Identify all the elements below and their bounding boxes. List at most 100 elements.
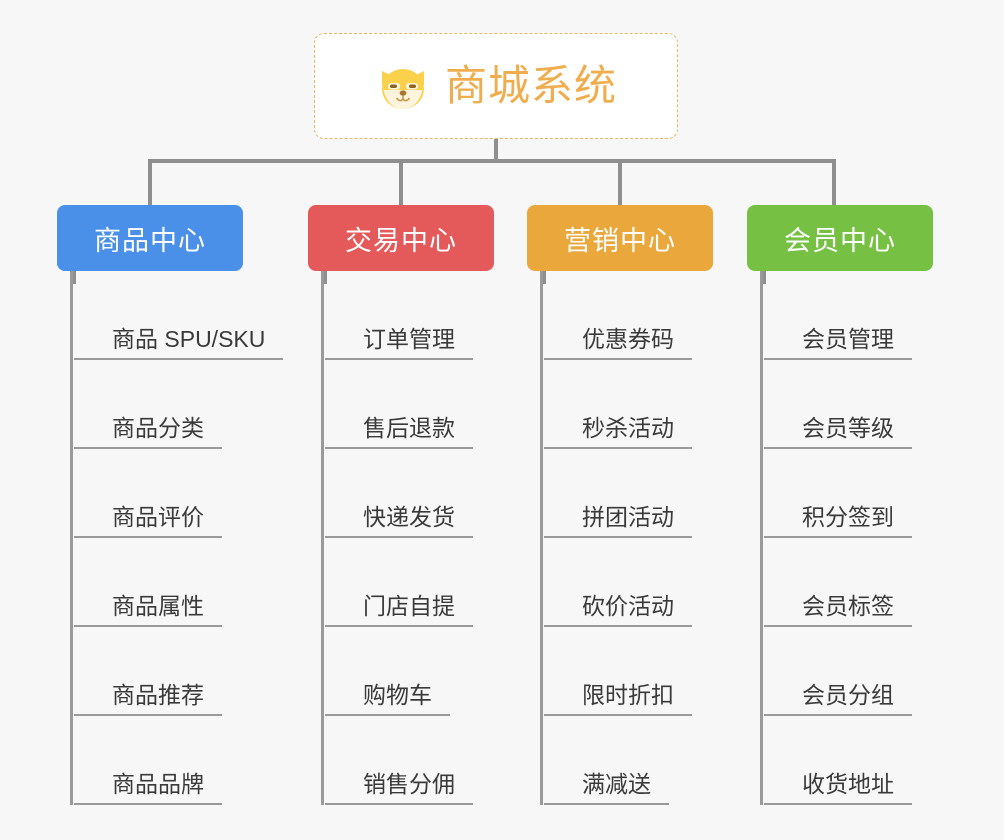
- leaf-spine: [540, 271, 543, 805]
- leaf-label-wrap: 砍价活动: [544, 592, 692, 627]
- leaf-label: 商品推荐: [112, 681, 204, 708]
- leaf-spine: [70, 271, 73, 805]
- leaf-label-wrap: 积分签到: [764, 503, 912, 538]
- leaf-label: 商品属性: [112, 592, 204, 619]
- leaf-label: 会员分组: [802, 681, 894, 708]
- leaf-label-wrap: 商品评价: [74, 504, 222, 538]
- leaf-label-wrap: 商品属性: [74, 592, 222, 627]
- leaf-label: 积分签到: [802, 503, 894, 530]
- leaf-column-marketing-center: 优惠券码 秒杀活动 拼团活动 砍价活动 限时折扣: [540, 271, 692, 805]
- leaf-label: 满减送: [582, 770, 651, 797]
- leaf-spine: [321, 271, 324, 805]
- leaf-column-product-center: 商品 SPU/SKU 商品分类 商品评价 商品属性 商品推荐: [70, 271, 284, 805]
- root-node-title: 商城系统: [444, 62, 617, 109]
- leaf-item[interactable]: 限时折扣: [544, 627, 692, 716]
- root-node-shop-system[interactable]: 商城系统: [314, 33, 678, 139]
- category-label: 会员中心: [784, 225, 896, 256]
- leaf-column-member-center: 会员管理 会员等级 积分签到 会员标签 会员分组: [760, 271, 912, 805]
- leaf-item[interactable]: 门店自提: [325, 538, 473, 627]
- category-box-member-center[interactable]: 会员中心: [747, 205, 933, 271]
- leaf-label-wrap: 会员标签: [764, 592, 912, 627]
- leaf-item[interactable]: 快递发货: [325, 449, 473, 538]
- leaf-label: 门店自提: [363, 592, 455, 619]
- leaf-label: 快递发货: [363, 503, 455, 530]
- leaf-label: 购物车: [363, 681, 432, 708]
- leaf-item[interactable]: 订单管理: [325, 271, 473, 360]
- leaf-item[interactable]: 积分签到: [764, 449, 912, 538]
- category-box-trade-center[interactable]: 交易中心: [308, 205, 494, 271]
- category-label: 营销中心: [564, 225, 676, 256]
- leaf-list: 会员管理 会员等级 积分签到 会员标签 会员分组: [760, 271, 912, 805]
- leaf-item[interactable]: 销售分佣: [325, 716, 473, 805]
- connector-drop-4: [832, 159, 836, 207]
- leaf-item[interactable]: 收货地址: [764, 716, 912, 805]
- leaf-label-wrap: 会员分组: [764, 681, 912, 716]
- leaf-label-wrap: 优惠券码: [544, 325, 692, 360]
- leaf-label: 订单管理: [363, 325, 455, 352]
- category-label: 交易中心: [345, 225, 457, 256]
- leaf-label: 优惠券码: [582, 325, 674, 352]
- leaf-label-wrap: 商品 SPU/SKU: [74, 325, 284, 360]
- connector-drop-1: [148, 159, 152, 207]
- leaf-label: 售后退款: [363, 414, 455, 441]
- leaf-label-wrap: 销售分佣: [325, 771, 473, 805]
- leaf-item[interactable]: 秒杀活动: [544, 360, 692, 449]
- leaf-label-wrap: 满减送: [544, 770, 669, 805]
- connector-stub-2: [323, 270, 327, 284]
- leaf-label-wrap: 门店自提: [325, 592, 473, 627]
- category-box-product-center[interactable]: 商品中心: [57, 205, 243, 271]
- leaf-label: 会员管理: [802, 325, 894, 352]
- leaf-label-wrap: 快递发货: [325, 503, 473, 538]
- connector-drop-2: [399, 159, 403, 207]
- leaf-list: 商品 SPU/SKU 商品分类 商品评价 商品属性 商品推荐: [70, 271, 284, 805]
- leaf-spine: [760, 271, 763, 805]
- leaf-list: 订单管理 售后退款 快递发货 门店自提 购物车: [321, 271, 473, 805]
- leaf-item[interactable]: 购物车: [325, 627, 473, 716]
- leaf-item[interactable]: 会员标签: [764, 538, 912, 627]
- leaf-item[interactable]: 商品评价: [74, 449, 283, 538]
- leaf-label-wrap: 秒杀活动: [544, 414, 692, 449]
- connector-stub-3: [542, 270, 546, 284]
- leaf-label: 限时折扣: [582, 681, 674, 708]
- leaf-label: 会员标签: [802, 592, 894, 619]
- connector-horizontal-bus: [148, 159, 836, 163]
- leaf-label: 拼团活动: [582, 503, 674, 530]
- leaf-label: 会员等级: [802, 414, 894, 441]
- leaf-column-trade-center: 订单管理 售后退款 快递发货 门店自提 购物车: [321, 271, 473, 805]
- leaf-item[interactable]: 会员等级: [764, 360, 912, 449]
- leaf-item[interactable]: 商品品牌: [74, 716, 283, 805]
- leaf-label-wrap: 订单管理: [325, 325, 473, 360]
- leaf-item[interactable]: 会员分组: [764, 627, 912, 716]
- leaf-item[interactable]: 拼团活动: [544, 449, 692, 538]
- category-box-marketing-center[interactable]: 营销中心: [527, 205, 713, 271]
- shiba-dog-icon: [375, 58, 431, 114]
- leaf-label: 商品品牌: [112, 770, 204, 797]
- connector-root-stem: [494, 139, 498, 161]
- leaf-item[interactable]: 商品分类: [74, 360, 283, 449]
- leaf-item[interactable]: 优惠券码: [544, 271, 692, 360]
- connector-drop-3: [618, 159, 622, 207]
- leaf-item[interactable]: 商品推荐: [74, 627, 283, 716]
- leaf-label: 商品 SPU/SKU: [112, 325, 266, 352]
- leaf-item[interactable]: 商品属性: [74, 538, 283, 627]
- leaf-label-wrap: 购物车: [325, 681, 450, 716]
- leaf-label-wrap: 商品推荐: [74, 681, 222, 716]
- leaf-item[interactable]: 商品 SPU/SKU: [74, 271, 284, 360]
- leaf-label-wrap: 商品品牌: [74, 770, 222, 805]
- leaf-label-wrap: 收货地址: [764, 771, 912, 805]
- leaf-label-wrap: 售后退款: [325, 414, 473, 449]
- leaf-label: 秒杀活动: [582, 414, 674, 441]
- leaf-list: 优惠券码 秒杀活动 拼团活动 砍价活动 限时折扣: [540, 271, 692, 805]
- leaf-label-wrap: 会员等级: [764, 414, 912, 449]
- leaf-label: 砍价活动: [582, 592, 674, 619]
- category-label: 商品中心: [94, 225, 206, 256]
- leaf-item[interactable]: 满减送: [544, 716, 692, 805]
- connector-stub-1: [72, 270, 76, 284]
- leaf-label-wrap: 商品分类: [74, 414, 222, 449]
- leaf-item[interactable]: 砍价活动: [544, 538, 692, 627]
- leaf-label-wrap: 会员管理: [764, 325, 912, 360]
- leaf-item[interactable]: 会员管理: [764, 271, 912, 360]
- leaf-item[interactable]: 售后退款: [325, 360, 473, 449]
- leaf-label: 商品分类: [112, 414, 204, 441]
